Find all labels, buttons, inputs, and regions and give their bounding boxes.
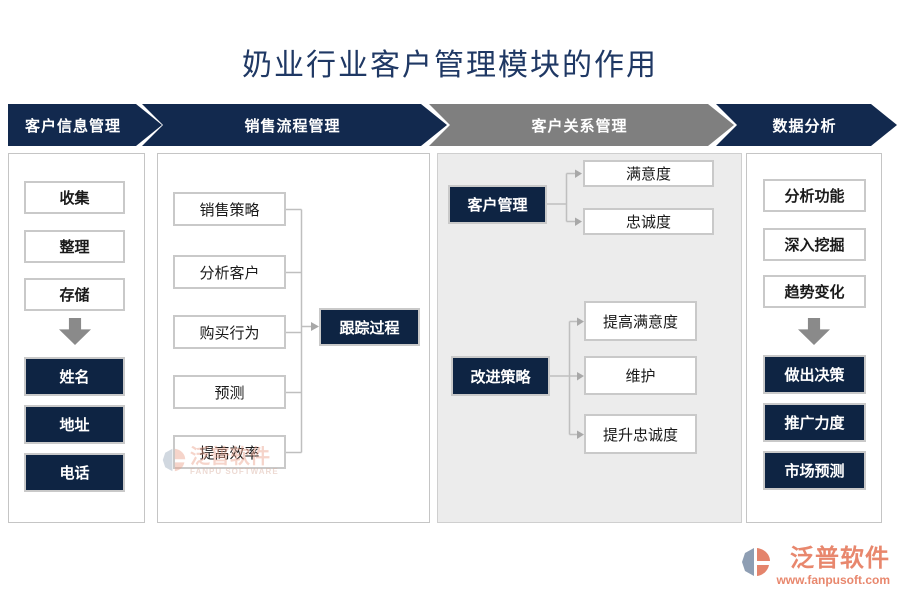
- flow-box-dark: 做出决策: [763, 355, 866, 394]
- watermark-subtitle: FANPU SOFTWARE: [190, 467, 279, 476]
- flow-box: 整理: [24, 230, 125, 263]
- footer-brand-name: 泛普软件: [790, 545, 890, 572]
- header-step-label: 客户关系管理: [531, 117, 628, 135]
- panel-sales-process: 销售策略 分析客户 购买行为 预测 提高效率 跟踪过程 泛普软件 FANPU S…: [157, 153, 430, 523]
- flow-box: 提升忠诚度: [584, 414, 697, 454]
- header-step-data-analysis: 数据分析: [716, 104, 897, 146]
- panel-customer-info: 收集 整理 存储 姓名 地址 电话: [8, 153, 145, 523]
- panel-data-analysis: 分析功能 深入挖掘 趋势变化 做出决策 推广力度 市场预测: [746, 153, 882, 523]
- flow-box: 深入挖掘: [763, 228, 866, 261]
- flow-box-dark: 市场预测: [763, 451, 866, 490]
- flow-box-dark: 推广力度: [763, 403, 866, 442]
- watermark: 泛普软件 FANPU SOFTWARE: [162, 447, 279, 476]
- flow-box: 维护: [584, 356, 697, 395]
- flow-box: 收集: [24, 181, 125, 214]
- flow-box: 忠诚度: [583, 208, 714, 235]
- flow-box: 购买行为: [173, 315, 286, 349]
- flow-box: 分析客户: [173, 255, 286, 289]
- flow-box: 分析功能: [763, 179, 866, 212]
- footer-logo: 泛普软件 www.fanpusoft.com: [741, 546, 890, 587]
- flow-box-dark: 改进策略: [451, 356, 550, 396]
- down-arrow-icon: [59, 318, 91, 345]
- flow-box-dark: 姓名: [24, 357, 125, 396]
- connector-lines: [286, 208, 319, 454]
- flow-box: 销售策略: [173, 192, 286, 226]
- flow-box: 预测: [173, 375, 286, 409]
- watermark-brand: 泛普软件: [190, 446, 270, 468]
- header-step-label: 客户信息管理: [24, 117, 121, 135]
- flow-box-dark: 客户管理: [448, 185, 547, 224]
- fanpu-logo-icon: [162, 448, 186, 472]
- flow-box: 满意度: [583, 160, 714, 187]
- panel-customer-relation: 客户管理 满意度 忠诚度 改进策略 提高满意度 维护 提升忠诚度: [437, 153, 742, 523]
- flow-box: 趋势变化: [763, 275, 866, 308]
- header-step-label: 数据分析: [772, 117, 837, 135]
- header-step-sales-process: 销售流程管理: [142, 104, 447, 146]
- flow-box-dark: 电话: [24, 453, 125, 492]
- header-step-label: 销售流程管理: [244, 117, 341, 135]
- page-title: 奶业行业客户管理模块的作用: [242, 48, 658, 83]
- flow-box: 提高效率: [173, 435, 286, 469]
- flow-box-dark: 跟踪过程: [319, 308, 420, 346]
- header-step-customer-relation: 客户关系管理: [429, 104, 734, 146]
- header-step-customer-info: 客户信息管理: [8, 104, 162, 146]
- fanpu-logo-icon: [742, 548, 771, 576]
- footer-url: www.fanpusoft.com: [776, 573, 890, 587]
- flow-box-dark: 地址: [24, 405, 125, 444]
- down-arrow-icon: [798, 318, 830, 345]
- flow-box: 提高满意度: [584, 301, 697, 341]
- flow-box: 存储: [24, 278, 125, 311]
- connector-lines: [546, 169, 584, 439]
